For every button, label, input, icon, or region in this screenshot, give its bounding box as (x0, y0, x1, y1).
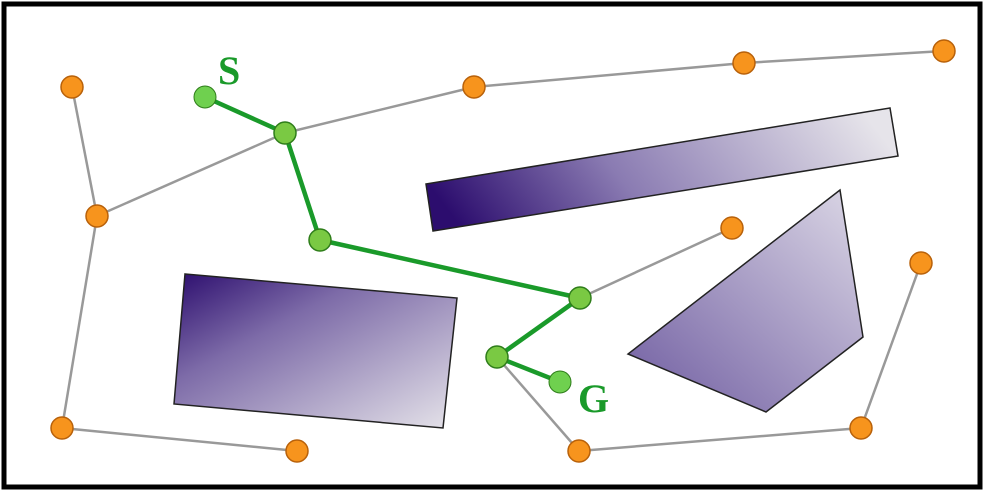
start-node (193, 85, 217, 109)
path-nodes (273, 121, 592, 369)
roadmap-node (720, 216, 744, 240)
path-node (485, 345, 509, 369)
roadmap-edge (96, 131, 286, 218)
roadmap-edges (60, 49, 945, 453)
path-edge (317, 237, 583, 301)
start-label: S (218, 48, 240, 93)
path-node (568, 286, 592, 310)
roadmap-node (932, 39, 956, 63)
roadmap-node (849, 416, 873, 440)
path-edge (282, 130, 323, 243)
path-edge (494, 295, 583, 360)
roadmap-node (567, 439, 591, 463)
roadmap-edge (284, 85, 475, 135)
roadmap-edge (578, 426, 862, 453)
roadmap-node (85, 204, 109, 228)
roadmap-node (50, 416, 74, 440)
roadmap-edge (60, 215, 99, 429)
roadmap-node (909, 251, 933, 275)
path-edge (202, 94, 288, 136)
roadmap-node (462, 75, 486, 99)
path-node (273, 121, 297, 145)
roadmap-edge (70, 86, 99, 217)
obstacles (173, 107, 899, 429)
goal-label: G (578, 376, 609, 421)
roadmap-edge (579, 226, 733, 300)
goal-node (548, 370, 572, 394)
roadmap-node (60, 75, 84, 99)
obstacle-bar (425, 107, 899, 232)
obstacle-quadrilateral (626, 188, 864, 413)
roadmap-edge (859, 262, 923, 429)
roadmap-edge (496, 356, 580, 452)
roadmap-nodes (50, 39, 956, 463)
roadmap-edge (473, 61, 745, 89)
roadmap-edge (743, 49, 945, 65)
roadmap-node (732, 51, 756, 75)
obstacle-rectangle (173, 273, 458, 429)
path-node (308, 228, 332, 252)
roadmap-node (285, 439, 309, 463)
roadmap-edge (61, 426, 298, 453)
